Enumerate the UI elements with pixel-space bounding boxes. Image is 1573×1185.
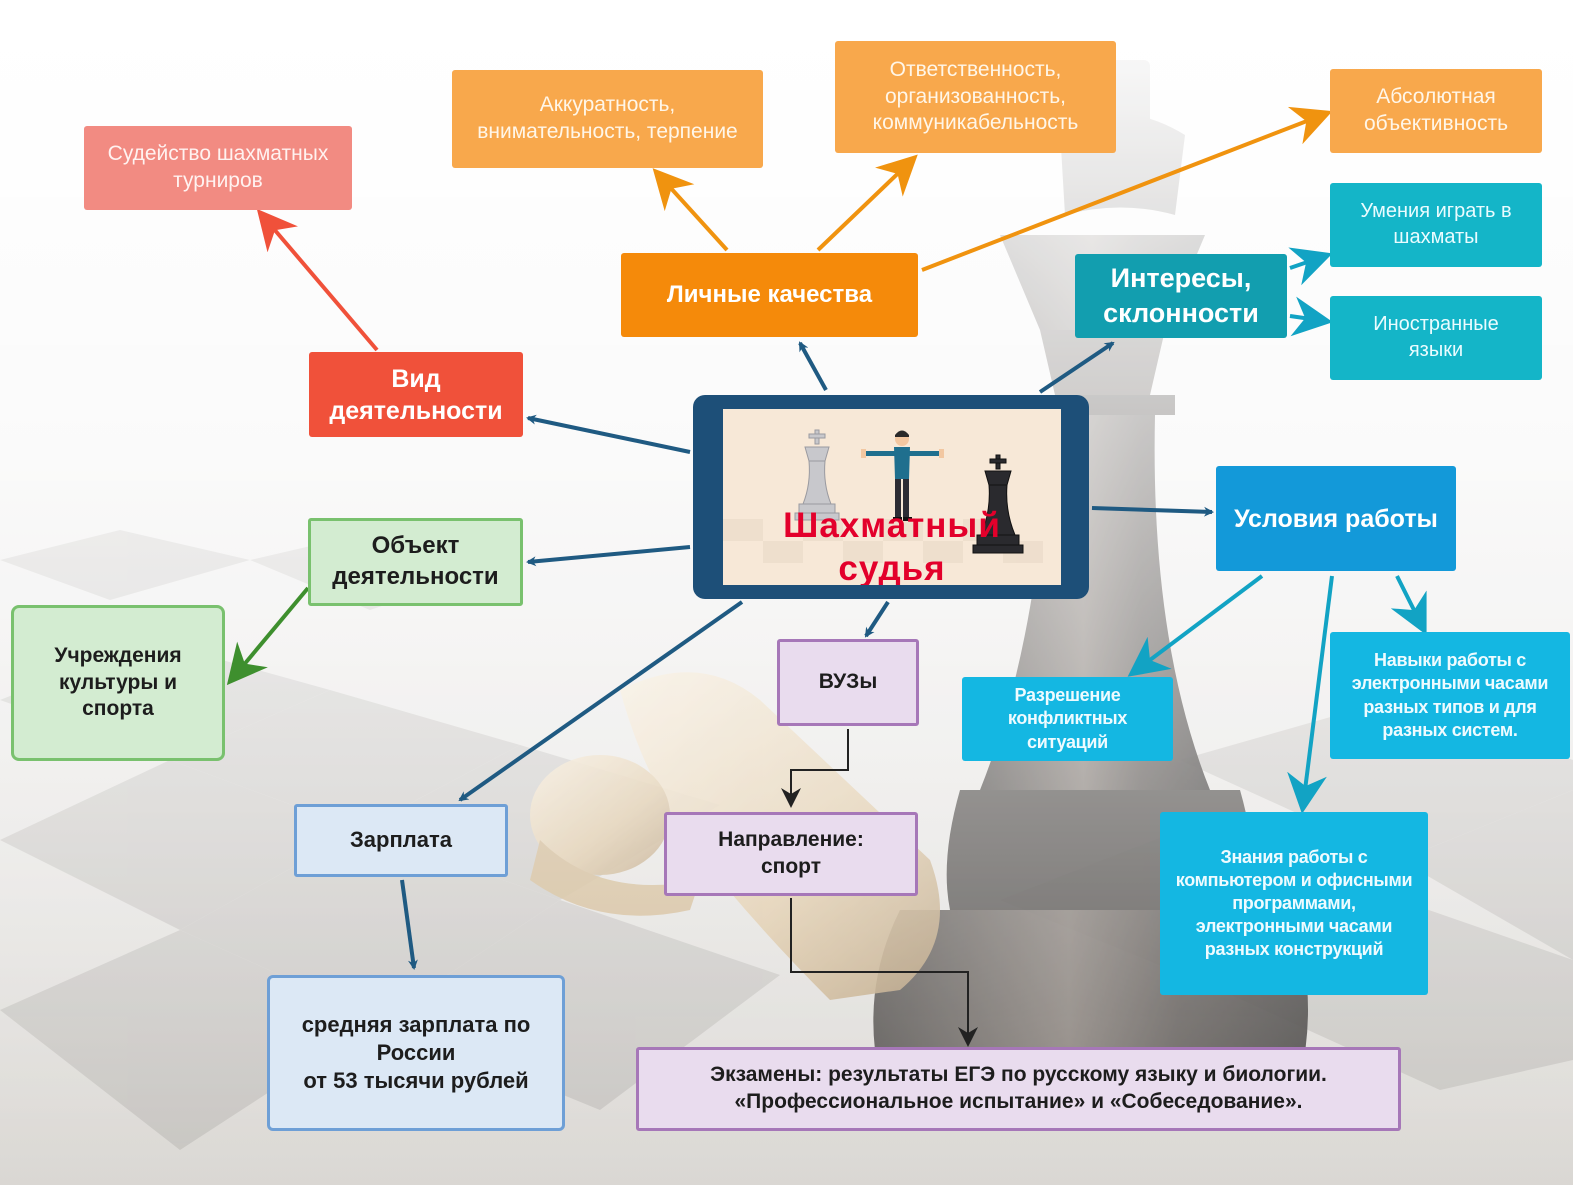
arrow-interesy-to-inostrannye [1289,296,1333,337]
node-usloviya-raboty: Условия работы [1216,466,1456,571]
node-navyki: Навыки работы с электронными часами разн… [1330,632,1570,759]
node-razreshenie: Разрешение конфликтных ситуаций [962,677,1173,761]
node-uchrezhdeniya: Учреждения культуры и спорта [11,605,225,761]
node-srednyaya-zarplata: средняя зарплата по России от 53 тысячи … [267,975,565,1131]
arrow-lichnye-to-absolyutnaya [921,106,1333,272]
arrow-center-to-usloviya [1091,506,1214,517]
arrow-usloviya-to-navyki [1390,575,1427,636]
arrow-interesy-to-umeniya [1288,247,1333,286]
arrow-lichnye-to-akkuratnost [652,168,729,252]
arrow-zarplata-to-srednyaya [400,879,418,970]
arrow-center-to-obekt [526,545,691,567]
arrow-usloviya-to-znaniya [1287,575,1334,814]
arrow-center-to-vuzy [864,600,890,638]
node-vuzy: ВУЗы [777,639,919,726]
referee-person-icon [861,430,944,521]
center-title: Шахматный судья [783,506,1001,585]
arrow-vid-to-sudeystvo [256,208,379,352]
node-interesy: Интересы, склонности [1075,254,1287,338]
arrow-center-to-lichnye [798,341,828,391]
arrow-center-to-vid [526,414,691,454]
node-vid-deyatelnosti: Вид деятельности [309,352,523,437]
node-akkuratnost: Аккуратность, внимательность, терпение [452,70,763,168]
node-napravlenie: Направление: спорт [664,812,918,896]
arrow-center-to-zarplata [458,600,744,802]
center-illustration [723,429,1043,563]
arrow-napravlenie-to-ekzameny [790,898,978,1047]
node-obekt-deyatelnosti: Объект деятельности [308,518,523,606]
arrow-center-to-interesy [1038,341,1115,394]
node-otvetstvennost: Ответственность, организованность, комму… [835,41,1116,153]
white-king-icon [794,429,840,521]
arrow-usloviya-to-razreshenie [1127,574,1264,677]
center-node-frame: Шахматный судья [693,395,1089,599]
center-node-inner: Шахматный судья [723,409,1061,585]
node-ekzameny: Экзамены: результаты ЕГЭ по русскому язы… [636,1047,1401,1131]
arrow-lichnye-to-otvetstvennost [816,154,918,252]
node-znaniya: Знания работы с компьютером и офисными п… [1160,812,1428,995]
node-lichnye-kachestva: Личные качества [621,253,918,337]
arrow-vuzy-to-napravlenie [781,729,849,808]
node-sudeystvo: Судейство шахматных турниров [84,126,352,210]
node-umeniya: Умения играть в шахматы [1330,183,1542,267]
node-inostrannye: Иностранные языки [1330,296,1542,380]
black-king-icon [972,454,1024,554]
node-absolyutnaya: Абсолютная объективность [1330,69,1542,153]
node-zarplata: Зарплата [294,804,508,877]
arrow-obekt-to-uchrezhdeniya [226,586,310,686]
